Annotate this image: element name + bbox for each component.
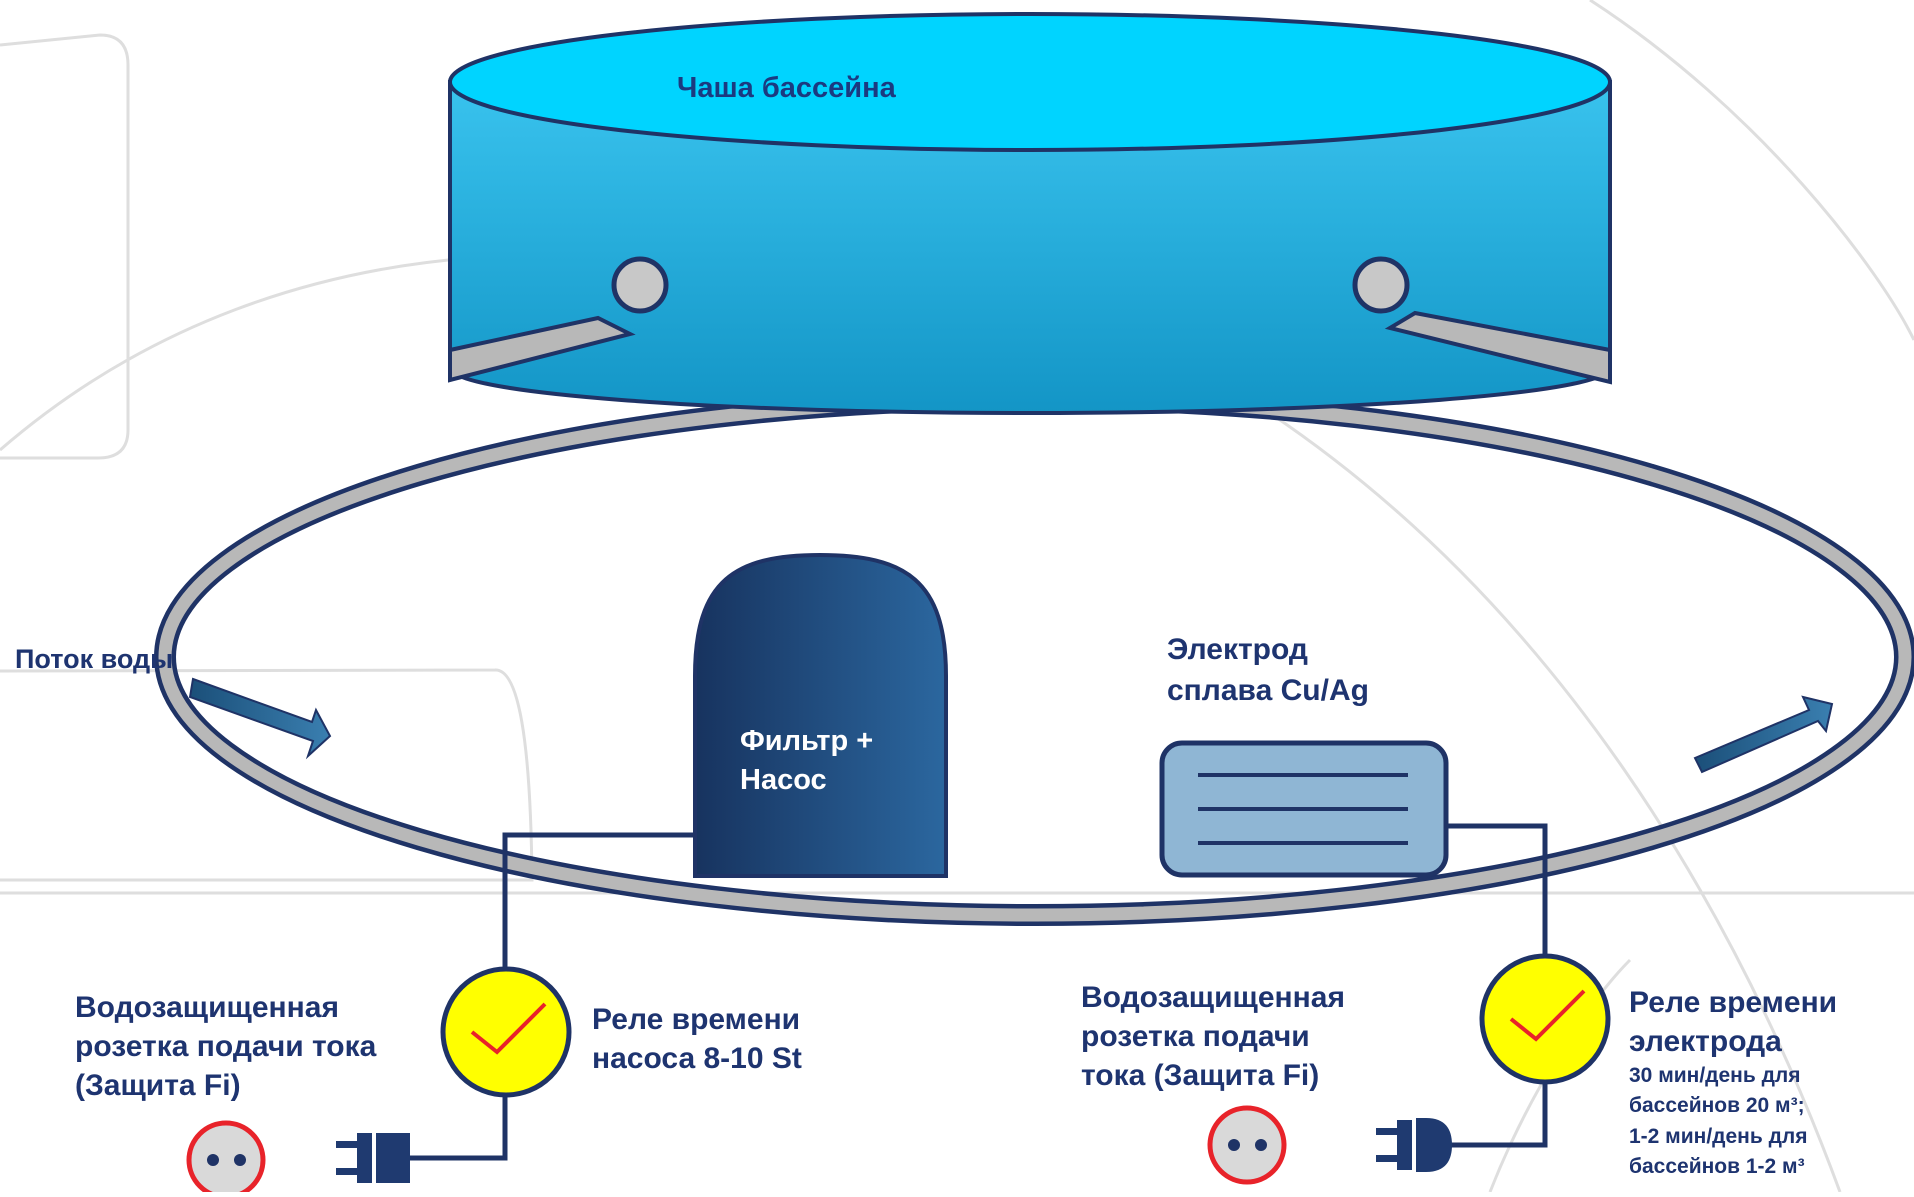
relay-note-line: 30 мин/день для [1629,1064,1801,1087]
pipe-loop [154,388,1914,926]
label-line: Насос [740,764,827,797]
electrode-unit [1159,740,1449,878]
label-line: сплава Cu/Ag [1167,673,1369,707]
pipe-end-left [448,315,636,383]
label-line: Реле времени [592,1003,801,1036]
relay-left-label: Реле времени насоса 8-10 St [592,1000,802,1078]
label-line: Фильтр + [740,725,874,757]
socket-right-label: Водозащищенная розетка подачи тока (Защи… [1081,978,1345,1095]
label-line: (Защита Fi) [75,1069,241,1102]
socket-icon [186,1120,266,1197]
filter-pump-unit [693,552,948,878]
relay-note-line: бассейнов 1-2 м³ [1629,1155,1805,1179]
relay-left [440,966,572,1098]
pool-label: Чаша бассейна [677,72,896,104]
check-icon [1509,989,1586,1042]
label-line: Водозащищенная [1081,981,1345,1014]
pool-basin [448,12,1612,415]
flow-arrow-right [1693,695,1834,774]
relay-note-line: 1-2 мин/день для [1629,1124,1808,1148]
flow-arrow-left [188,677,332,760]
label-line: насоса 8-10 St [592,1042,802,1075]
filter-pump-label: Фильтр + Насос [740,722,873,800]
plug-icon [336,1133,410,1183]
socket-left-label: Водозащищенная розетка подачи тока (Защи… [75,988,376,1105]
check-icon [470,1002,547,1055]
pipe-end-right [1384,310,1612,385]
relay-note-line: бассейнов 20 м³; [1629,1094,1805,1118]
water-flow-label: Поток воды [15,644,174,674]
label-line: тока (Защита Fi) [1081,1059,1320,1092]
relay-right [1479,953,1611,1085]
pool-outlet-port [611,256,669,314]
label-line: розетка подачи тока [75,1030,377,1063]
relay-right-label: Реле времени электрода 30 мин/день для б… [1629,983,1837,1183]
socket-icon [1207,1105,1287,1185]
pool-inlet-port [1352,256,1410,314]
label-line: розетка подачи [1081,1020,1310,1053]
plug-icon [1376,1118,1452,1172]
label-line: электрода [1629,1025,1782,1058]
label-line: Электрод [1167,633,1308,666]
label-line: Реле времени [1629,986,1838,1019]
label-line: Водозащищенная [75,991,339,1024]
electrode-label: Электрод сплава Cu/Ag [1167,630,1369,711]
